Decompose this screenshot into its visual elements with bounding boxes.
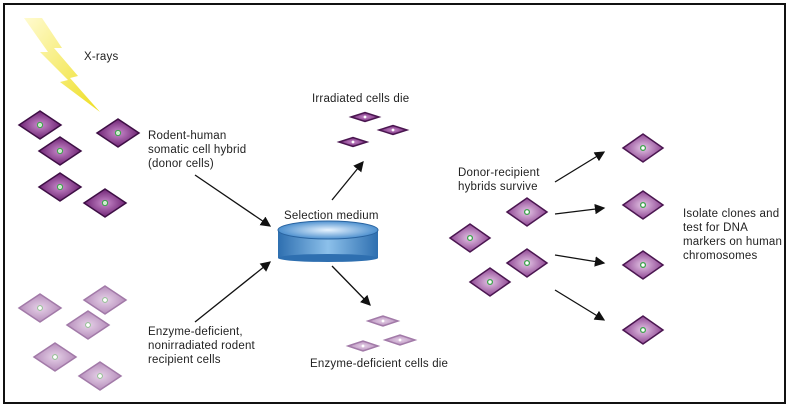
nucleus-icon: [56, 183, 64, 191]
nucleus-icon: [351, 140, 355, 144]
donor-cell: [37, 136, 83, 166]
nucleus-icon: [523, 208, 531, 216]
nucleus-icon: [523, 259, 531, 267]
nucleus-icon: [639, 201, 647, 209]
nucleus-icon: [101, 199, 109, 207]
nucleus-icon: [363, 115, 367, 119]
arrow-clone-4: [554, 289, 606, 321]
recipient-cell: [77, 361, 123, 391]
recipient-cell: [32, 342, 78, 372]
clone-cell: [621, 190, 665, 220]
recipient-cell: [65, 310, 111, 340]
donor-cells-label: Rodent-human somatic cell hybrid (donor …: [148, 130, 247, 170]
nucleus-icon: [639, 326, 647, 334]
selection-dish-icon: [277, 220, 379, 262]
arrow-medium-to-irradiated: [331, 160, 364, 201]
nucleus-icon: [639, 144, 647, 152]
donor-cell: [37, 172, 83, 202]
recipient-cell: [82, 285, 128, 315]
selection-medium-label: Selection medium: [284, 210, 379, 222]
hybrid-cell: [505, 248, 549, 278]
enzyme-deficient-dying-cell: [365, 315, 401, 327]
nucleus-icon: [639, 261, 647, 269]
nucleus-icon: [36, 121, 44, 129]
nucleus-icon: [361, 344, 365, 348]
enzyme-deficient-dying-cell: [345, 340, 381, 352]
arrow-clone-1: [554, 151, 606, 183]
xray-bolt-icon: [24, 18, 100, 112]
irradiated-cells-die-label: Irradiated cells die: [312, 93, 410, 105]
donor-cell: [82, 188, 128, 218]
nucleus-icon: [381, 319, 385, 323]
arrow-donor-to-medium: [194, 174, 272, 227]
hybrid-cell: [505, 197, 549, 227]
enzyme-deficient-cells-die-label: Enzyme-deficient cells die: [310, 358, 449, 370]
nucleus-icon: [102, 297, 108, 303]
recipient-cell: [17, 293, 63, 323]
donor-cell: [17, 110, 63, 140]
clone-cell: [621, 315, 665, 345]
nucleus-icon: [52, 354, 58, 360]
isolate-clones-label: Isolate clones and test for DNA markers …: [683, 208, 783, 262]
nucleus-icon: [97, 373, 103, 379]
recipient-cells-label: Enzyme-deficient, nonirradiated rodent r…: [148, 326, 255, 366]
irradiated-dying-cell: [348, 111, 382, 123]
irradiated-dying-cell: [376, 124, 410, 136]
arrow-medium-to-enzyme-deficient: [331, 265, 371, 306]
nucleus-icon: [56, 147, 64, 155]
diagram-frame: [3, 3, 786, 404]
enzyme-deficient-dying-cell: [382, 334, 418, 346]
nucleus-icon: [486, 278, 494, 286]
hybrid-cell: [468, 267, 512, 297]
nucleus-icon: [466, 234, 474, 242]
arrow-clone-3: [554, 254, 606, 267]
nucleus-icon: [391, 128, 395, 132]
arrow-clone-2: [554, 203, 606, 215]
nucleus-icon: [37, 305, 43, 311]
nucleus-icon: [85, 322, 91, 328]
hybrids-survive-label: Donor-recipient hybrids survive: [458, 167, 540, 193]
clone-cell: [621, 250, 665, 280]
irradiated-dying-cell: [336, 136, 370, 148]
donor-cell: [95, 118, 141, 148]
xrays-label: X-rays: [84, 51, 119, 63]
arrow-recipient-to-medium: [194, 261, 272, 323]
nucleus-icon: [114, 129, 122, 137]
nucleus-icon: [398, 338, 402, 342]
hybrid-cell: [448, 223, 492, 253]
clone-cell: [621, 133, 665, 163]
